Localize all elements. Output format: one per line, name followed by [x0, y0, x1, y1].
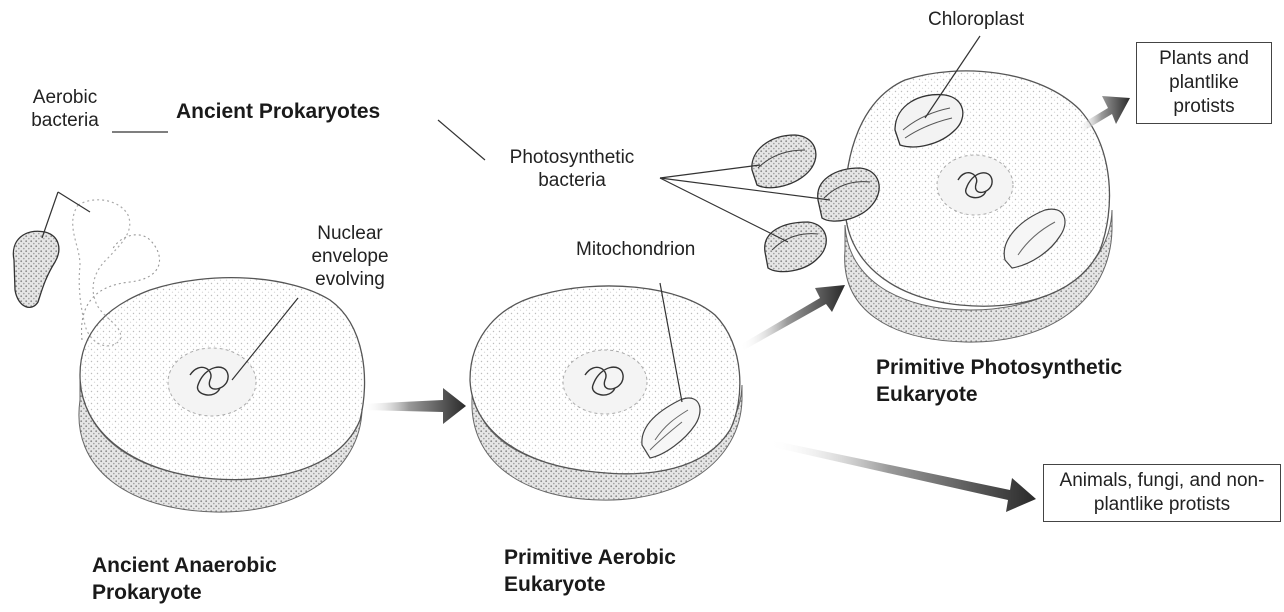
- plants-box: Plants and plantlike protists: [1136, 42, 1272, 124]
- photosynthetic-eukaryote-cell: [845, 71, 1112, 342]
- aerobic-eukaryote-cell: [470, 286, 742, 500]
- arrow-to-aerobic-eukaryote: [362, 388, 466, 424]
- ancient-prokaryotes-label: Ancient Prokaryotes: [176, 98, 380, 125]
- primitive-photosynthetic-eukaryote-title: Primitive Photosynthetic Eukaryote: [876, 354, 1206, 408]
- arrow-to-photosynthetic-eukaryote: [740, 285, 845, 350]
- animals-box: Animals, fungi, and non-plantlike protis…: [1043, 464, 1281, 522]
- primitive-aerobic-eukaryote-title: Primitive Aerobic Eukaryote: [504, 544, 744, 598]
- arrow-to-plants: [1078, 96, 1130, 132]
- nuclear-envelope-label: Nuclear envelope evolving: [296, 222, 404, 291]
- chloroplast-label: Chloroplast: [928, 8, 1024, 31]
- arrow-to-animals: [768, 440, 1036, 512]
- mitochondrion-label: Mitochondrion: [576, 238, 695, 261]
- aerobic-bacteria-label: Aerobic bacteria: [22, 86, 108, 132]
- photosynthetic-bacteria-label: Photosynthetic bacteria: [488, 146, 656, 192]
- ancient-anaerobic-prokaryote-title: Ancient Anaerobic Prokaryote: [92, 552, 352, 606]
